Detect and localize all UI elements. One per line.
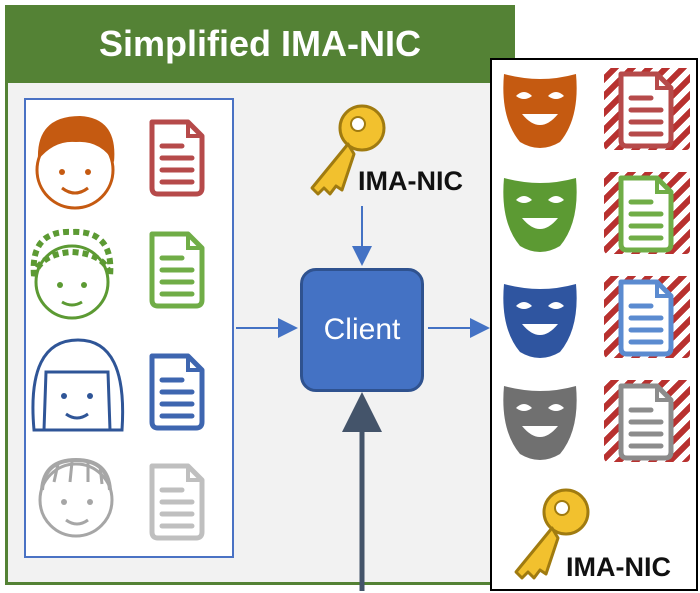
theater-mask-icon bbox=[503, 74, 577, 148]
key-label-top: IMA-NIC bbox=[358, 166, 463, 196]
document-icon bbox=[152, 356, 202, 428]
document-icon bbox=[621, 178, 671, 250]
face-icon bbox=[30, 228, 114, 320]
document-icon bbox=[621, 282, 671, 354]
document-icon bbox=[152, 466, 202, 538]
face-icon bbox=[31, 338, 125, 432]
face-icon bbox=[35, 116, 115, 210]
document-icon bbox=[152, 234, 202, 306]
key-label-bottom: IMA-NIC bbox=[566, 552, 671, 582]
face-icon bbox=[38, 457, 114, 538]
theater-mask-icon bbox=[503, 284, 577, 358]
document-icon bbox=[152, 122, 202, 194]
theater-mask-icon bbox=[503, 386, 577, 460]
theater-mask-icon bbox=[503, 178, 577, 252]
document-icon bbox=[621, 74, 671, 146]
document-icon bbox=[621, 386, 671, 458]
client-box: Client bbox=[300, 268, 424, 392]
page-title: Simplified IMA-NIC bbox=[5, 5, 515, 83]
